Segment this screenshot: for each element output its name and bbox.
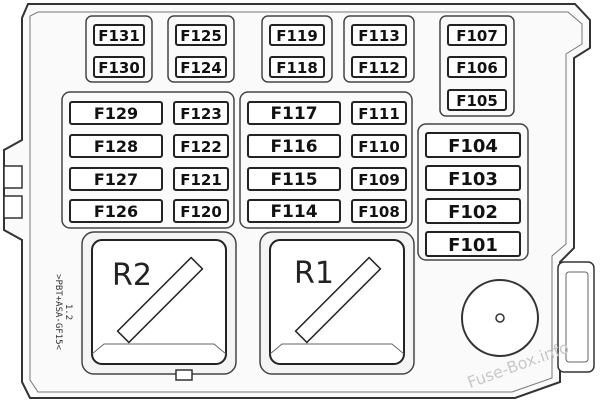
fuse-F121: F121 (173, 167, 229, 191)
fuse-F102: F102 (425, 198, 521, 224)
fuse-F131: F131 (93, 24, 145, 46)
fuse-F116: F116 (247, 134, 341, 158)
fuse-F101: F101 (425, 231, 521, 257)
fuse-label: F122 (180, 138, 222, 156)
relay-R1-strip (294, 256, 382, 344)
fuse-label: F127 (94, 170, 138, 189)
fuse-F129: F129 (69, 101, 163, 125)
fuse-F114: F114 (247, 199, 341, 223)
fuse-label: F119 (276, 27, 318, 45)
mounting-boss (461, 279, 539, 357)
fuse-label: F121 (180, 171, 222, 189)
fuse-label: F106 (456, 59, 498, 77)
relay-label: R2 (112, 258, 152, 293)
fuse-F115: F115 (247, 167, 341, 191)
fuse-label: F130 (98, 59, 140, 77)
fuse-label: F109 (358, 171, 400, 189)
left-clip-bottom (3, 195, 23, 219)
mid-group-right (239, 91, 413, 229)
fuse-label: F111 (358, 105, 400, 123)
fuse-label: F123 (180, 105, 222, 123)
fuse-label: F117 (270, 104, 317, 124)
material-code: >PBT+ASA-GF15< (53, 274, 63, 350)
fuse-F112: F112 (351, 56, 407, 78)
fuse-F123: F123 (173, 101, 229, 125)
fuse-label: F118 (276, 59, 318, 77)
top-group-5 (439, 15, 515, 117)
fuse-F104: F104 (425, 132, 521, 158)
fuse-label: F124 (180, 59, 222, 77)
fuse-F122: F122 (173, 134, 229, 158)
fuse-label: F129 (94, 104, 138, 123)
fuse-F130: F130 (93, 56, 145, 78)
top-group-1 (85, 15, 153, 83)
fuse-label: F128 (94, 137, 138, 156)
top-group-2 (167, 15, 235, 83)
fuse-F124: F124 (175, 56, 227, 78)
bottom-latch (175, 369, 193, 381)
fuse-F125: F125 (175, 24, 227, 46)
fuse-F106: F106 (447, 56, 507, 78)
fuse-F127: F127 (69, 167, 163, 191)
fuse-label: F103 (448, 169, 498, 190)
fuse-label: F112 (358, 59, 400, 77)
fuse-label: F102 (448, 202, 498, 223)
fuse-F107: F107 (447, 24, 507, 46)
fuse-label: F131 (98, 27, 140, 45)
fuse-F103: F103 (425, 165, 521, 191)
material-label: >PBT+ASA-GF15< 1.2 (53, 274, 73, 350)
fuse-F108: F108 (351, 199, 407, 223)
housing-inner-outline (29, 11, 583, 393)
mid-group-left (61, 91, 235, 229)
material-version: 1.2 (63, 304, 73, 320)
fuse-label: F108 (358, 203, 400, 221)
fuse-label: F120 (180, 203, 222, 221)
fuse-label: F101 (448, 235, 498, 256)
fuse-F113: F113 (351, 24, 407, 46)
fuse-F128: F128 (69, 134, 163, 158)
fuse-F105: F105 (447, 89, 507, 111)
fuse-label: F125 (180, 27, 222, 45)
fuse-F109: F109 (351, 167, 407, 191)
fuse-F126: F126 (69, 199, 163, 223)
fuse-label: F115 (270, 170, 317, 190)
fuse-F110: F110 (351, 134, 407, 158)
top-group-3 (261, 15, 333, 83)
fuse-label: F114 (270, 202, 317, 222)
fuse-label: F104 (448, 136, 498, 157)
fuse-label: F113 (358, 27, 400, 45)
fuse-F118: F118 (269, 56, 325, 78)
relay-R2: R2 (81, 231, 237, 375)
fuse-F117: F117 (247, 101, 341, 125)
fuse-label: F116 (270, 137, 317, 157)
top-group-4 (343, 15, 415, 83)
relay-R2-strip (116, 256, 204, 344)
fuse-label: F105 (456, 92, 498, 110)
left-clip-top (3, 165, 23, 189)
fuse-label: F107 (456, 27, 498, 45)
fuse-label: F110 (358, 138, 400, 156)
relay-R1: R1 (259, 231, 415, 375)
big-fuse-group (417, 123, 529, 261)
fuse-label: F126 (94, 202, 138, 221)
fuse-F119: F119 (269, 24, 325, 46)
fuse-F111: F111 (351, 101, 407, 125)
relay-label: R1 (294, 256, 334, 291)
fuse-F120: F120 (173, 199, 229, 223)
right-connector (557, 261, 595, 373)
